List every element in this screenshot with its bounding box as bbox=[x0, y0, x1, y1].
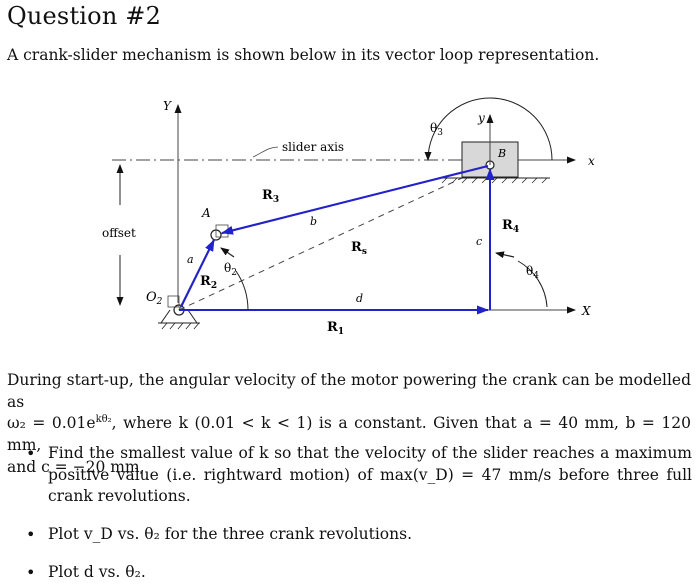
offset-label: offset bbox=[102, 226, 136, 240]
slider-axis-leader bbox=[252, 146, 279, 158]
c-label: c bbox=[476, 235, 482, 248]
vector-R3 bbox=[221, 165, 489, 235]
theta4-arc bbox=[517, 260, 548, 308]
link-a-label: a bbox=[187, 253, 194, 266]
omega-exponent: kθ₂ bbox=[95, 414, 112, 426]
Y-axis-label: Y bbox=[163, 99, 172, 113]
R2-label: R2 bbox=[200, 274, 217, 291]
task-list: Find the smallest value of k so that the… bbox=[26, 443, 692, 584]
O2-label: O2 bbox=[146, 290, 163, 307]
R3-label: R3 bbox=[262, 188, 279, 205]
B-label: B bbox=[497, 147, 506, 160]
theta4-label: θ4 bbox=[526, 264, 539, 281]
problem-paragraph: During start-up, the angular velocity of… bbox=[7, 370, 691, 479]
theta3-label: θ3 bbox=[430, 121, 443, 138]
task-item: Find the smallest value of k so that the… bbox=[26, 443, 692, 508]
intro-text: A crank-slider mechanism is shown below … bbox=[7, 46, 600, 64]
para-line1: During start-up, the angular velocity of… bbox=[7, 371, 691, 411]
ground-support-O2 bbox=[158, 309, 200, 330]
d-label: d bbox=[356, 292, 363, 305]
theta3-arc bbox=[424, 97, 553, 161]
slider-axis-label: slider axis bbox=[282, 140, 344, 154]
R4-label: R4 bbox=[502, 218, 519, 235]
vector-R2 bbox=[180, 239, 215, 308]
A-label: A bbox=[201, 206, 211, 220]
vector-Rs bbox=[178, 164, 491, 311]
theta4-pointer bbox=[495, 251, 515, 259]
theta2-pointer bbox=[220, 247, 235, 258]
task-item: Plot v_D vs. θ₂ for the three crank revo… bbox=[26, 524, 692, 546]
crank-slider-diagram: Y X x slider axis offset O2 a b Rs A B bbox=[102, 97, 595, 337]
X-axis-label: X bbox=[581, 304, 591, 318]
theta2-arc bbox=[235, 270, 249, 311]
slider-ground bbox=[440, 177, 550, 184]
task-item: Plot d vs. θ₂. bbox=[26, 562, 692, 584]
question-title: Question #2 bbox=[7, 2, 162, 30]
omega-equation: ω₂ = 0.01e bbox=[7, 414, 96, 433]
y-axis-label: y bbox=[477, 111, 485, 125]
x-axis-label: x bbox=[588, 154, 595, 168]
R1-label: R1 bbox=[327, 320, 344, 337]
theta2-label: θ2 bbox=[224, 261, 237, 278]
link-b-label: b bbox=[310, 215, 317, 228]
O2-box bbox=[167, 295, 180, 308]
Rs-label: Rs bbox=[351, 240, 367, 257]
